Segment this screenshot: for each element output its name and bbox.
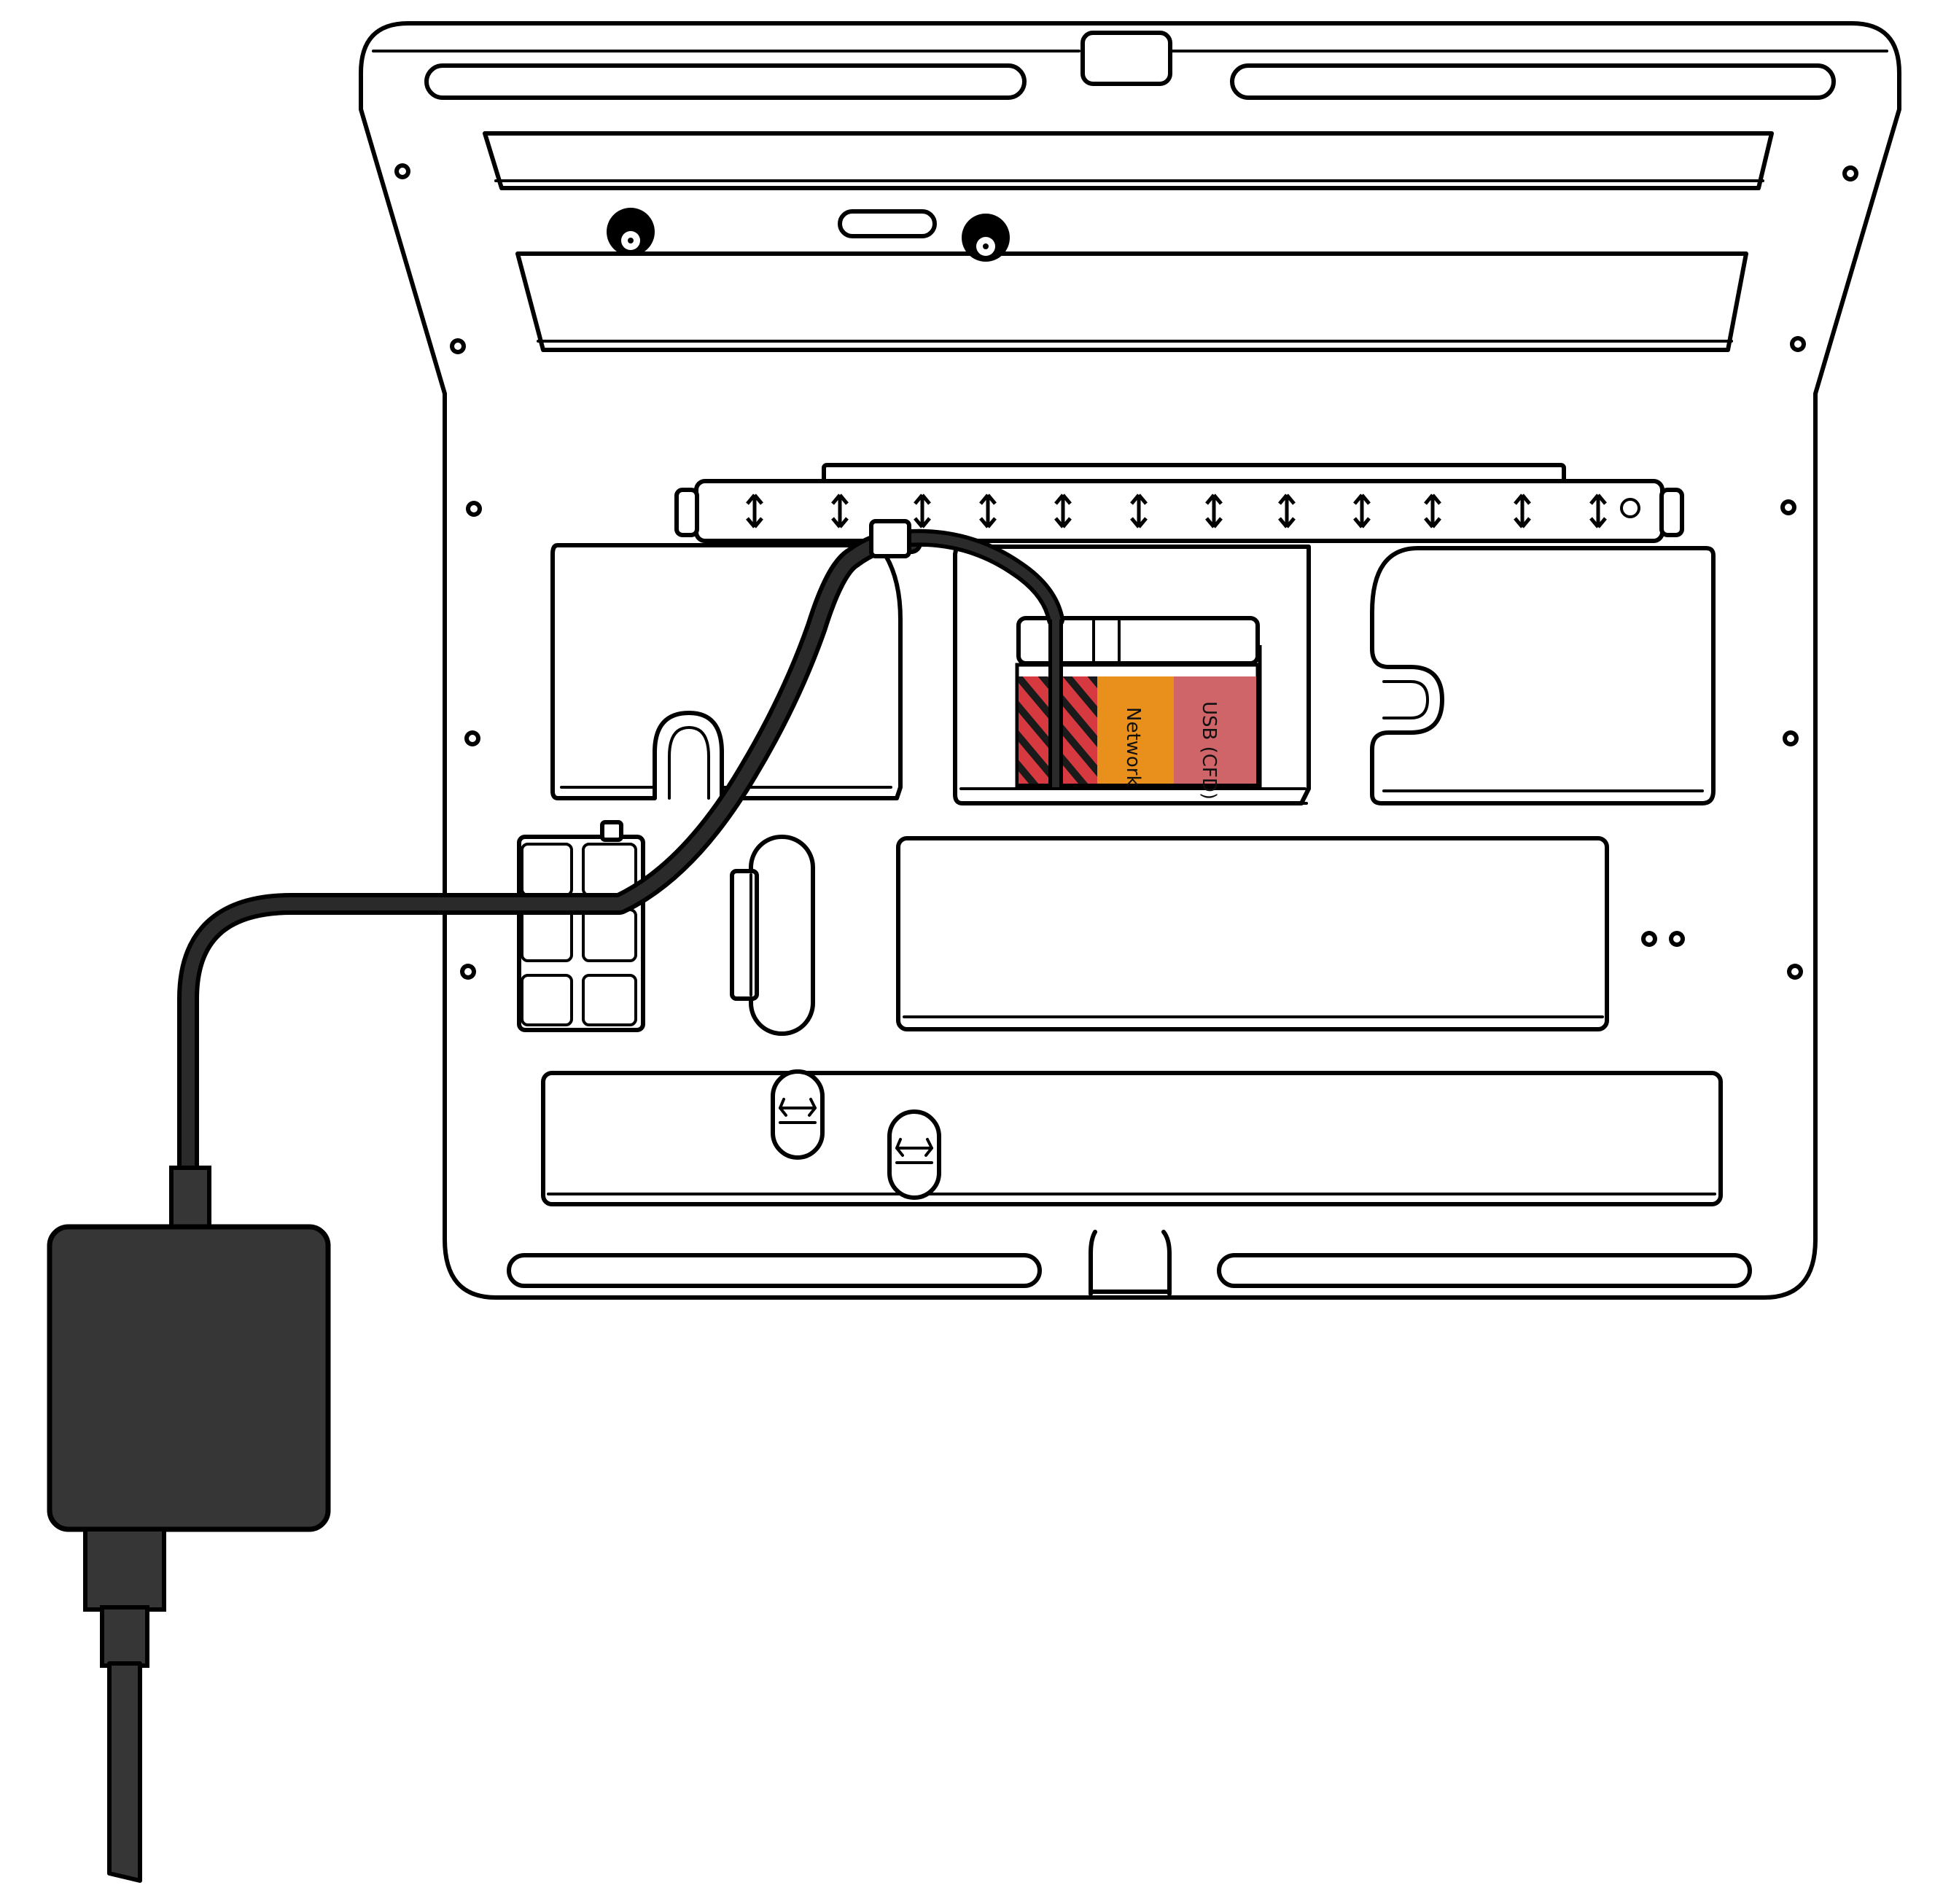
- cable-bar: [730, 869, 759, 1001]
- keyhole: [771, 1069, 825, 1160]
- upper-recess-2: [515, 251, 1748, 352]
- right-compartment: [1370, 546, 1716, 805]
- power-cable-icon: [177, 528, 1064, 1181]
- bottom-slot-left: [507, 1253, 1042, 1288]
- keyhole: [887, 1109, 941, 1200]
- port-usb-label: USB (CFD): [1198, 701, 1220, 800]
- port-usb: [1174, 676, 1256, 786]
- middle-recess: [896, 836, 1609, 1031]
- upper-recess-1: [483, 131, 1774, 190]
- top-notch: [1080, 31, 1172, 86]
- left-compartment: [550, 543, 903, 800]
- bottom-recess: [541, 1071, 1723, 1206]
- cable-holder: [517, 820, 645, 1032]
- screw-icon: [607, 208, 655, 256]
- top-slot-right: [1230, 63, 1836, 100]
- port-module: Network USB (CFD): [1015, 616, 1262, 800]
- center-slot: [838, 209, 937, 238]
- port-network: [1097, 676, 1174, 786]
- screw-icon: [962, 214, 1010, 262]
- bottom-notch: [1089, 1230, 1172, 1296]
- oval-slot: [749, 835, 815, 1036]
- bottom-slot-right: [1217, 1253, 1752, 1288]
- power-adapter-icon: [47, 1166, 331, 1883]
- port-network-label: Network: [1122, 707, 1144, 787]
- top-slot-left: [424, 63, 1027, 100]
